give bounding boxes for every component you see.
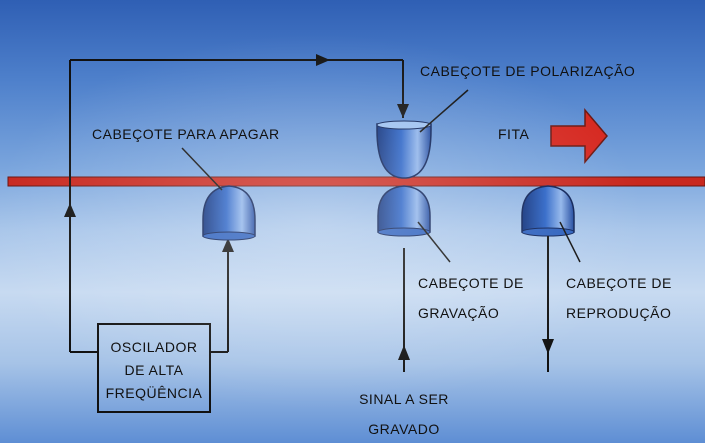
oscillator-label-line1: OSCILADOR [110, 339, 198, 355]
signal-label-line1: SINAL A SER [359, 391, 449, 407]
signal-label: SINAL A SER GRAVADO [344, 384, 464, 443]
record-head-label-line2: GRAVAÇÃO [418, 305, 500, 321]
erase-head-icon [202, 185, 256, 237]
wire-arrow-down-icon [397, 104, 409, 118]
tape-label: FITA [498, 126, 530, 142]
polarization-leader-line [419, 89, 469, 133]
polarization-head-icon [376, 123, 432, 179]
wire-arrow-top-icon [316, 54, 330, 66]
playback-head-icon [521, 185, 575, 233]
oscillator-label-line2: DE ALTA [124, 362, 184, 378]
record-head-label: CABEÇOTE DE GRAVAÇÃO [418, 268, 524, 328]
record-head-icon [377, 185, 431, 233]
playback-arrow-down-icon [542, 339, 554, 354]
magnetic-tape [7, 176, 705, 187]
right-arrow-icon [550, 107, 608, 165]
oscillator-label: OSCILADOR DE ALTA FREQÜÊNCIA [98, 336, 210, 405]
playback-leader-line [559, 221, 581, 263]
playback-head-label-line2: REPRODUÇÃO [566, 305, 672, 321]
record-leader-line [417, 221, 451, 263]
playback-head-label-line1: CABEÇOTE DE [566, 275, 672, 291]
wire-arrow-right-icon [222, 238, 234, 252]
erase-head-label: CABEÇOTE PARA APAGAR [92, 126, 280, 142]
signal-arrow-up-icon [398, 345, 410, 360]
polarization-head-label: CABEÇOTE DE POLARIZAÇÃO [420, 63, 636, 79]
wire-arrow-left-icon [64, 203, 76, 217]
signal-label-line2: GRAVADO [368, 421, 440, 437]
oscillator-label-line3: FREQÜÊNCIA [105, 385, 203, 401]
playback-head-label: CABEÇOTE DE REPRODUÇÃO [566, 268, 672, 328]
erase-leader-line [181, 147, 223, 191]
record-head-label-line1: CABEÇOTE DE [418, 275, 524, 291]
oscillator-box [97, 323, 211, 413]
